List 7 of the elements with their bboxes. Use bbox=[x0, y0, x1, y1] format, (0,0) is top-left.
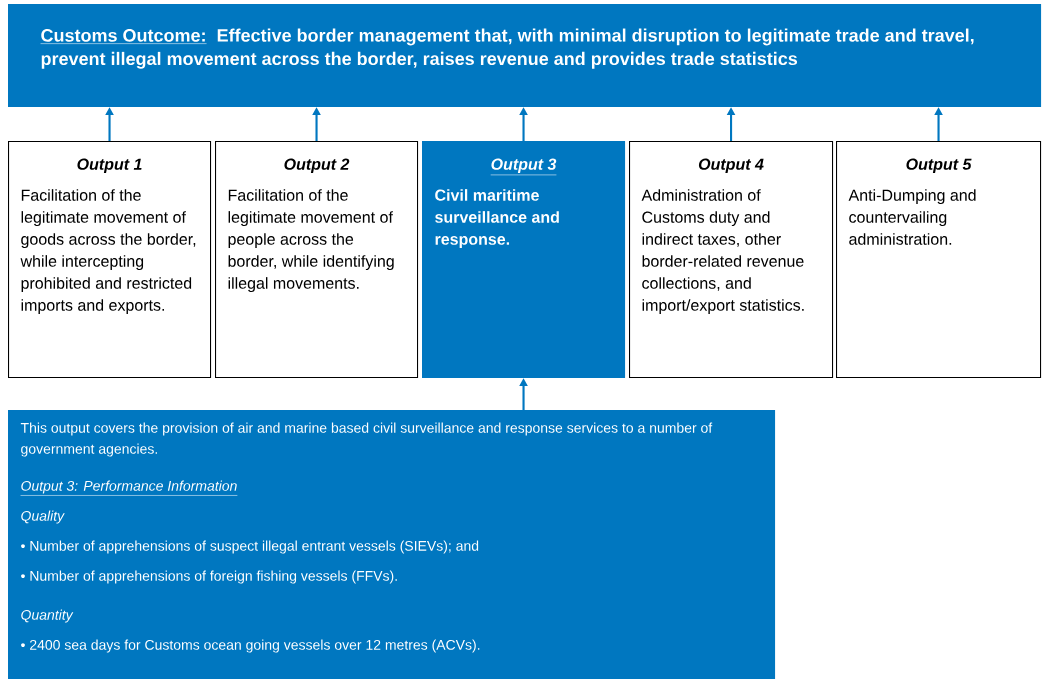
description-box: This output covers the provision of air and marine based civil surveillance and response services to a number of government agencies. Output 3: Performance Information Quality • Number of apprehensions of suspect illegal entrant vessels (SIEVs); and • Number of apprehensions of foreign fishing vessels (FFVs). Quantity • 2400 sea days for Customs ocean going vessels over 12 metres (ACVs). bbox=[8, 410, 776, 679]
output-box: Output 2 Facilitation of the legitimate movement of people across the border, while identifying illegal movements. bbox=[215, 141, 419, 379]
output-box: Output 5 Anti-Dumping and countervailing administration. bbox=[836, 141, 1042, 379]
outcome-box: Customs Outcome: Effective border management that, with minimal disruption to legitimate trade and travel, prevent illegal movement across the border, raises revenue and provides trade statistics bbox=[8, 4, 1042, 108]
output-box: Output 1 Facilitation of the legitimate movement of goods across the border, while intercepting prohibited and restricted imports and exports. bbox=[8, 141, 212, 379]
output-box: Output 3 Civil maritime surveillance and response. bbox=[422, 141, 626, 379]
output-box: Output 4 Administration of Customs duty and indirect taxes, other border-related revenue collections, and import/export statistics. bbox=[629, 141, 834, 379]
